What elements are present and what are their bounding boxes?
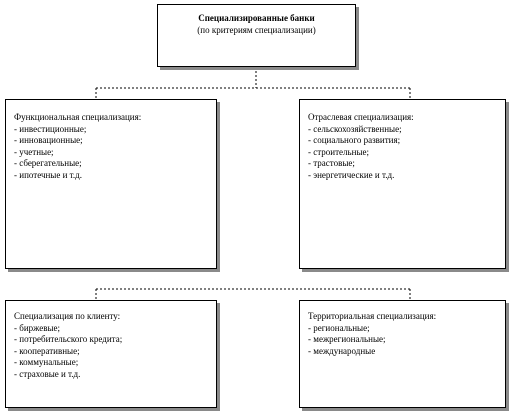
node-list: инвестиционные; инновационные; учетные; … [14, 124, 216, 182]
functional-specialization-node: Функциональная специализация: инвестицио… [5, 99, 217, 269]
list-item: сельскохозяйственные; [308, 124, 505, 136]
list-item: кооперативные; [14, 346, 216, 358]
node-title: Территориальная специализация: [308, 311, 437, 321]
node-list: сельскохозяйственные; социального развит… [308, 124, 505, 182]
list-item: инновационные; [14, 135, 216, 147]
client-specialization-node: Специализация по клиенту: биржевые; потр… [5, 300, 217, 408]
list-item: международные [308, 346, 505, 358]
list-item: сберегательные; [14, 158, 216, 170]
list-item: строительные; [308, 147, 505, 159]
root-subtitle: (по критериям специализации) [197, 24, 316, 35]
node-title: Специализация по клиенту: [14, 311, 121, 321]
list-item: энергетические и т.д. [308, 170, 505, 182]
list-item: региональные; [308, 323, 505, 335]
node-title: Отраслевая специализация: [308, 112, 414, 122]
list-item: ипотечные и т.д. [14, 170, 216, 182]
list-item: социального развития; [308, 135, 505, 147]
list-item: межрегиональные; [308, 334, 505, 346]
list-item: трастовые; [308, 158, 505, 170]
root-node: Специализированные банки (по критериям с… [157, 4, 356, 67]
node-list: региональные; межрегиональные; междунаро… [308, 323, 505, 358]
list-item: инвестиционные; [14, 124, 216, 136]
list-item: страховые и т.д. [14, 369, 216, 381]
list-item: биржевые; [14, 323, 216, 335]
root-title: Специализированные банки [198, 13, 315, 23]
territorial-specialization-node: Территориальная специализация: региональ… [299, 300, 506, 408]
node-list: биржевые; потребительского кредита; кооп… [14, 323, 216, 381]
list-item: потребительского кредита; [14, 334, 216, 346]
industry-specialization-node: Отраслевая специализация: сельскохозяйст… [299, 99, 506, 269]
node-title: Функциональная специализация: [14, 112, 142, 122]
list-item: учетные; [14, 147, 216, 159]
list-item: коммунальные; [14, 357, 216, 369]
